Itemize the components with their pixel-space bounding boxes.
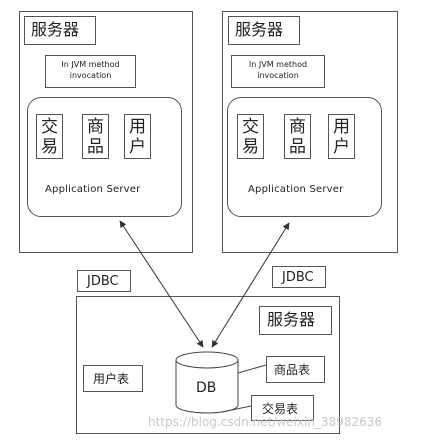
left-module-product: 商 品	[82, 114, 109, 159]
left-module-trade-char1: 交	[41, 116, 58, 137]
db-to-trades-connector	[221, 405, 252, 413]
jdbc-left-label: JDBC	[87, 274, 119, 289]
right-jdbc-connection-arrow	[211, 222, 290, 348]
left-module-trade-char2: 易	[41, 136, 58, 157]
right-module-user-char1: 用	[333, 116, 350, 137]
db-label: DB	[196, 380, 217, 396]
watermark-text: https://blog.csdn.net/weixin_38982636	[148, 415, 383, 429]
left-server-title: 服务器	[31, 20, 80, 39]
right-server-title: 服务器	[235, 20, 284, 39]
table-products-box: 商品表	[266, 356, 325, 383]
left-note-text: In JVM method invocation	[61, 60, 120, 80]
right-module-trade-char2: 易	[242, 136, 259, 157]
right-server-title-box: 服务器	[228, 16, 300, 45]
right-note-box: In JVM method invocation	[231, 55, 325, 88]
right-module-trade: 交 易	[237, 114, 264, 159]
left-module-product-char1: 商	[87, 116, 104, 137]
db-cylinder-icon	[175, 351, 239, 414]
right-module-product: 商 品	[284, 114, 311, 159]
left-module-user: 用 户	[124, 114, 151, 159]
left-module-product-char2: 品	[87, 136, 104, 157]
left-jdbc-connection-arrow	[119, 220, 204, 348]
left-app-server-label: Application Server	[45, 184, 141, 195]
right-app-server-label: Application Server	[248, 184, 344, 195]
right-module-trade-char1: 交	[242, 116, 259, 137]
left-module-user-char2: 户	[129, 136, 146, 157]
right-module-user: 用 户	[328, 114, 355, 159]
left-note-box: In JVM method invocation	[45, 55, 136, 88]
db-to-products-connector	[237, 364, 267, 374]
jdbc-right-label: JDBC	[282, 270, 314, 285]
table-trades-box: 交易表	[251, 395, 314, 421]
left-module-user-char1: 用	[129, 116, 146, 137]
right-module-user-char2: 户	[333, 136, 350, 157]
right-note-text: In JVM method invocation	[248, 60, 308, 80]
table-products-label: 商品表	[274, 363, 311, 377]
right-module-product-char1: 商	[289, 116, 306, 137]
table-users-label: 用户表	[93, 372, 130, 386]
right-module-product-char2: 品	[289, 136, 306, 157]
left-server-title-box: 服务器	[24, 16, 96, 45]
table-trades-label: 交易表	[262, 402, 299, 416]
table-users-box: 用户表	[83, 365, 143, 392]
left-module-trade: 交 易	[36, 114, 63, 159]
